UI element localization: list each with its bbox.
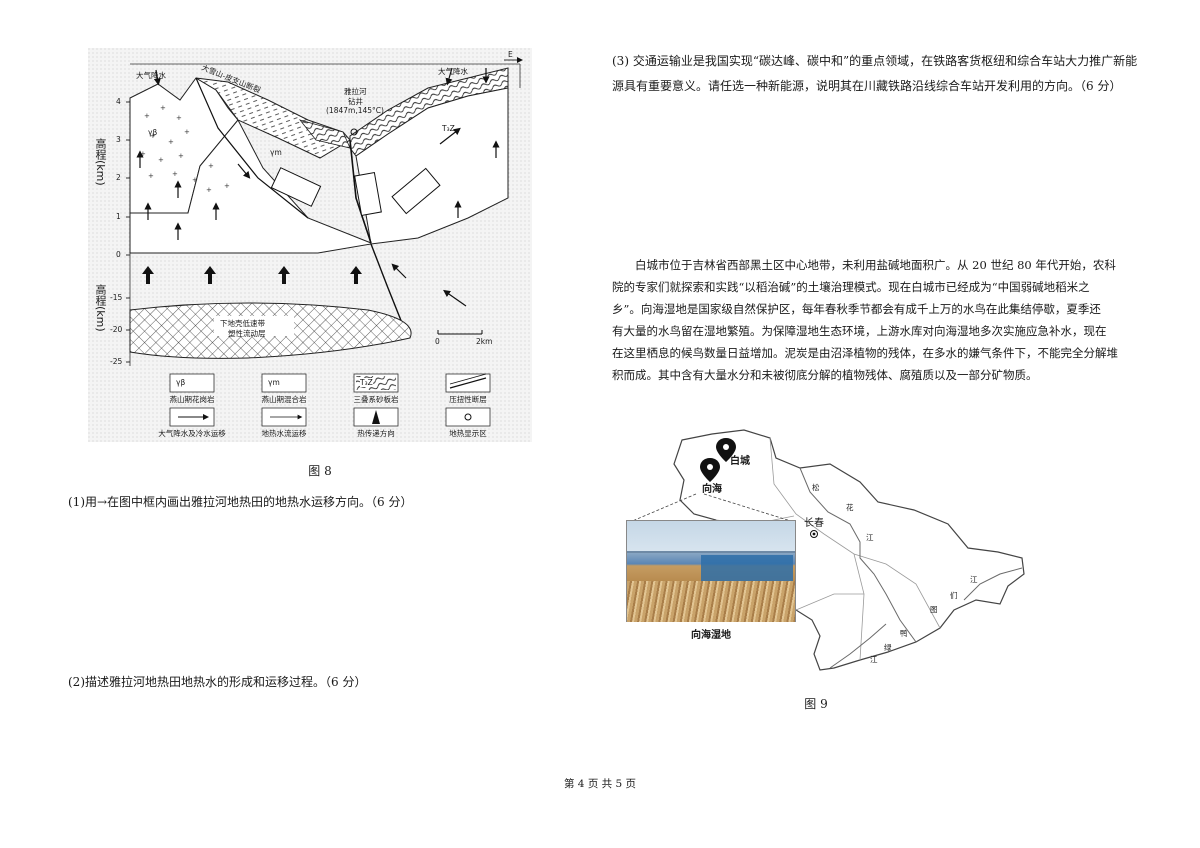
- well-data-label: (1847m,145°C): [326, 106, 384, 115]
- well-sub-label: 钻井: [348, 97, 363, 106]
- east-label: E: [508, 50, 513, 59]
- svg-text:+: +: [172, 170, 178, 178]
- passage-line-1: 白城市位于吉林省西部黑土区中心地带，未利用盐碱地面积广。从 20 世纪 80 年…: [635, 258, 1116, 272]
- figure-8-caption: 图 8: [308, 464, 332, 478]
- rock-gamma-m-label: γm: [270, 148, 282, 157]
- geologic-cross-section: +++ +++ +++ +++ +++: [88, 48, 532, 442]
- scale-2km: 2km: [476, 337, 493, 346]
- tick-minus-25: -25: [110, 357, 123, 366]
- svg-text:+: +: [140, 150, 146, 158]
- question-2: (2)描述雅拉河地热田地热水的形成和运移过程。（6 分）: [68, 675, 367, 689]
- river-lu: 绿: [884, 643, 892, 652]
- svg-text:+: +: [148, 172, 154, 180]
- passage-line-5: 在这里栖息的候鸟数量日益增加。泥炭是由沼泽植物的残体，在多水的嫌气条件下，不能完…: [612, 346, 1118, 360]
- svg-text:+: +: [208, 162, 214, 170]
- river-ya: 鸭: [900, 629, 908, 638]
- svg-text:+: +: [144, 112, 150, 120]
- baicheng-label: 白城: [730, 456, 750, 467]
- legend-text-sandstone: 三叠系砂板岩: [353, 395, 399, 404]
- photo-caption-bg: [626, 622, 796, 646]
- svg-text:+: +: [178, 152, 184, 160]
- svg-text:+: +: [168, 138, 174, 146]
- passage-line-2: 院的专家们就探索和实践“以稻治碱”的土壤治理模式。现在白城市已经成为“中国弱碱地…: [612, 280, 1090, 294]
- tick-1: 1: [116, 212, 121, 221]
- figure-9: 向海湿地 白城 向海 长春 松 花 江 图 们 江 鸭 绿 江: [624, 424, 1028, 672]
- rain-right-label: 大气降水: [438, 67, 468, 76]
- scale-zero: 0: [435, 337, 440, 346]
- xianghai-wetland-photo: [626, 520, 796, 624]
- svg-text:+: +: [184, 128, 190, 136]
- legend-sym-granite: γβ: [176, 378, 186, 387]
- tick-minus-15: -15: [110, 293, 123, 302]
- changchun-label: 长春: [804, 518, 824, 529]
- low-zone-label-2: 塑性流动层: [228, 329, 266, 338]
- passage-line-4: 有大量的水鸟留在湿地繁殖。为保障湿地生态环境，上游水库对向海湿地多次实施应急补水…: [612, 324, 1107, 338]
- tick-3: 3: [116, 135, 121, 144]
- well-name-label: 雅拉河: [344, 87, 367, 96]
- tick-minus-20: -20: [110, 325, 123, 334]
- passage-line-6: 积而成。其中含有大量水分和未被彻底分解的植物残体、腐殖质以及一部分矿物质。: [612, 368, 1038, 382]
- legend-sym-sandstone: T₃Z: [360, 378, 373, 387]
- svg-text:+: +: [192, 176, 198, 184]
- legend-text-cold-water: 大气降水及冷水运移: [158, 429, 226, 438]
- rock-t3z-label: T₃Z: [442, 124, 455, 133]
- legend-text-migmatite: 燕山期混合岩: [261, 395, 307, 404]
- tick-2: 2: [116, 173, 121, 182]
- river-jiang-3: 江: [870, 655, 878, 664]
- svg-text:+: +: [150, 132, 156, 140]
- legend-text-heat-transfer: 热传递方向: [357, 429, 395, 438]
- rain-left-label: 大气降水: [136, 71, 166, 80]
- river-song: 松: [812, 483, 820, 492]
- legend-text-thermal-flow: 地热水流运移: [261, 429, 307, 438]
- legend-sym-migmatite: γm: [268, 378, 280, 387]
- rock-gamma-beta-label: γβ: [148, 128, 158, 137]
- figure-9-caption: 图 9: [804, 697, 828, 711]
- passage: 白城市位于吉林省西部黑土区中心地带，未利用盐碱地面积广。从 20 世纪 80 年…: [612, 254, 1132, 386]
- question-3-line-2: 源具有重要意义。请任选一种新能源，说明其在川藏铁路沿线综合车站开发利用的方向。（…: [612, 79, 1122, 93]
- figure-8: +++ +++ +++ +++ +++: [88, 48, 532, 442]
- river-men: 们: [950, 591, 958, 600]
- low-zone-label-1: 下地壳低速带: [220, 319, 265, 328]
- passage-line-3: 乡”。向海湿地是国家级自然保护区，每年春秋季节都会有成千上万的水鸟在此集结停歇，…: [612, 302, 1101, 316]
- question-1: (1)用→在图中框内画出雅拉河地热田的地热水运移方向。（6 分）: [68, 495, 413, 509]
- river-tu: 图: [930, 605, 938, 614]
- svg-text:+: +: [206, 186, 212, 194]
- tick-4: 4: [116, 97, 121, 106]
- legend-text-granite: 燕山期花岗岩: [169, 395, 215, 404]
- tick-0: 0: [116, 250, 121, 259]
- y-axis-label-lower: 高程(km): [94, 284, 107, 332]
- river-jiang-1: 江: [866, 533, 874, 542]
- svg-text:+: +: [224, 182, 230, 190]
- legend-text-thermal-area: 地热显示区: [449, 429, 487, 438]
- river-jiang-2: 江: [970, 575, 978, 584]
- question-3-line-1: (3) 交通运输业是我国实现“碳达峰、碳中和”的重点领域，在铁路客货枢纽和综合车…: [612, 54, 1138, 68]
- page-footer: 第 4 页 共 5 页: [563, 778, 637, 790]
- river-hua: 花: [846, 503, 854, 512]
- svg-text:+: +: [158, 156, 164, 164]
- svg-text:+: +: [176, 114, 182, 122]
- svg-text:+: +: [160, 104, 166, 112]
- xianghai-label: 向海: [702, 484, 722, 495]
- legend-text-fault: 压扭性断层: [449, 395, 487, 404]
- photo-caption: 向海湿地: [691, 630, 731, 641]
- y-axis-label-upper: 高程(km): [94, 138, 107, 186]
